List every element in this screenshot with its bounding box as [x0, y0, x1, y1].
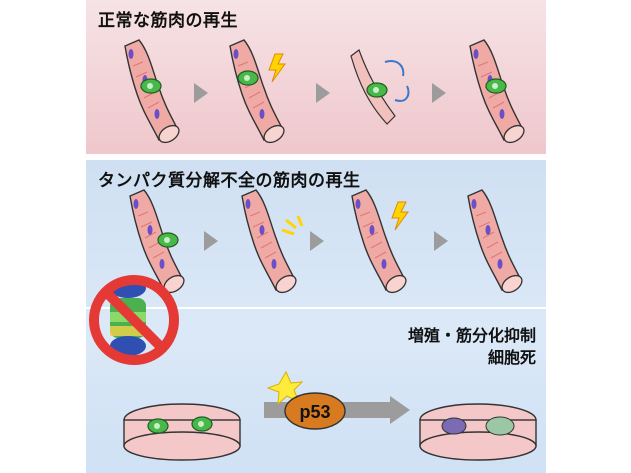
muscle-fiber-icon — [124, 39, 183, 147]
gray-arrow-icon — [432, 83, 446, 103]
panel-divider — [86, 307, 546, 309]
activated-fiber-icon — [350, 49, 410, 125]
damaged-fiber-icon — [467, 189, 526, 297]
impaired-regeneration-title: タンパク質分解不全の筋肉の再生 — [98, 171, 361, 191]
culture-dish-icon — [123, 403, 241, 461]
gray-arrow-icon — [434, 231, 448, 251]
prohibition-sign-icon — [89, 275, 179, 365]
gray-arrow-icon — [204, 231, 218, 251]
gray-arrow-icon — [310, 231, 324, 251]
outcome-line-1: 増殖・筋分化抑制 — [407, 326, 536, 345]
burst-star-icon — [266, 370, 304, 406]
muscle-fiber-icon — [469, 39, 528, 147]
gray-arrow-icon — [194, 83, 208, 103]
injury-spark-icon — [281, 215, 304, 236]
lightning-injury-icon — [391, 201, 409, 231]
lightning-injury-icon — [268, 53, 286, 83]
muscle-fiber-icon — [241, 189, 300, 297]
culture-dish-icon — [419, 403, 537, 461]
svg-text:p53: p53 — [299, 402, 330, 422]
p53-badge: p53 — [284, 392, 346, 430]
gray-arrow-icon — [316, 83, 330, 103]
outcome-line-2: 細胞死 — [487, 348, 536, 367]
normal-regeneration-title: 正常な筋肉の再生 — [98, 11, 238, 31]
